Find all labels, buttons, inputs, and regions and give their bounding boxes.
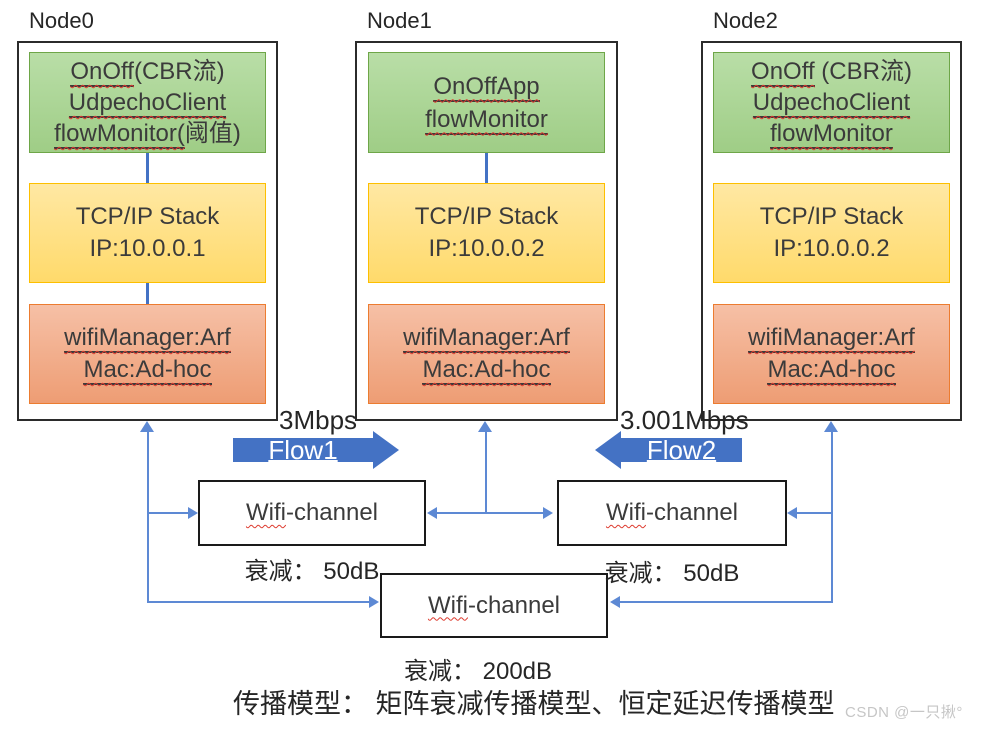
app-line: flowMonitor (425, 103, 548, 136)
mac-word: wifiManager:Arf (64, 324, 231, 353)
app-line: flowMonitor(阈值) (54, 118, 241, 149)
node0-vertical-line (147, 431, 149, 603)
mac-word: Mac:Ad-hoc (422, 356, 551, 385)
stack-line: TCP/IP Stack (414, 203, 559, 230)
flow1-rate-label: 3Mbps (279, 405, 358, 435)
node1-wifimac-box: wifiManager:Arf Mac:Ad-hoc (368, 304, 605, 404)
node2-vertical-line (831, 431, 833, 603)
elbow-line-left (149, 601, 370, 603)
mac-word: wifiManager:Arf (748, 324, 915, 353)
flow1-arrow: Flow1 (233, 431, 399, 469)
node1-application-box: OnOffApp flowMonitor (368, 52, 605, 153)
node2-tcpip-box: TCP/IP Stack IP:10.0.0.2 (713, 183, 950, 283)
app-word: UdpechoClient (752, 89, 911, 118)
arrowhead-up-node2 (824, 421, 838, 432)
connector-app-to-stack (146, 153, 149, 183)
stack-line: TCP/IP Stack (759, 203, 904, 230)
mac-word: wifiManager:Arf (403, 324, 570, 353)
arrowhead-up-node0 (140, 421, 154, 432)
channel-word-rest: -channel (285, 499, 379, 526)
app-word: flowMonitor( (54, 120, 185, 149)
app-word: flowMonitor (770, 120, 893, 149)
arrowhead-into-right-channel (787, 507, 797, 519)
app-word-rest: (CBR流) (814, 58, 912, 85)
app-line: flowMonitor (770, 118, 893, 149)
arrowhead-toward-right-channel (543, 507, 553, 519)
stack-line: IP:10.0.0.2 (773, 235, 890, 262)
arrowhead-into-left-channel (188, 507, 198, 519)
arrowhead-up-node1 (478, 421, 492, 432)
attenuation-label-left: 衰减： 50dB (244, 558, 380, 585)
app-word: OnOff (70, 58, 134, 87)
wifi-channel-box-right: Wifi-channel (557, 480, 787, 546)
app-word: UdpechoClient (68, 89, 227, 118)
mac-word: Mac:Ad-hoc (83, 356, 212, 385)
node1-tcpip-box: TCP/IP Stack IP:10.0.0.2 (368, 183, 605, 283)
channel-word: Wifi (605, 499, 646, 526)
channel-label: Wifi-channel (246, 499, 378, 527)
propagation-model-note: 传播模型： 矩阵衰减传播模型、恒定延迟传播模型 (233, 689, 835, 719)
flow2-rate-label: 3.001Mbps (620, 405, 749, 435)
channel-label: Wifi-channel (606, 499, 738, 527)
app-line: OnOff(CBR流) (70, 56, 225, 87)
node1-vertical-line (485, 431, 487, 514)
csdn-watermark: CSDN @一只揪° (845, 704, 963, 721)
channel-label: Wifi-channel (428, 592, 560, 620)
node1-group: Node1 OnOffApp flowMonitor TCP/IP Stack … (355, 8, 618, 421)
arrowhead-toward-left-channel (427, 507, 437, 519)
app-line: UdpechoClient (68, 87, 227, 118)
channel-word-rest: -channel (645, 499, 739, 526)
flow1-label: Flow1 (268, 434, 338, 465)
wifi-channel-box-bottom: Wifi-channel (380, 573, 608, 638)
connector-app-to-stack (485, 153, 488, 183)
channel-word: Wifi (427, 591, 468, 619)
app-word-rest: (CBR流) (133, 58, 225, 85)
flow1-arrow-shaft (233, 438, 373, 462)
app-line: OnOff (CBR流) (751, 56, 912, 87)
node0-application-box: OnOff(CBR流) UdpechoClient flowMonitor(阈值… (29, 52, 266, 153)
stack-line: IP:10.0.0.1 (89, 235, 206, 262)
node0-wifimac-box: wifiManager:Arf Mac:Ad-hoc (29, 304, 266, 404)
arrowhead-into-bottom-channel-right (610, 596, 620, 608)
connector-stack-to-mac (146, 283, 149, 304)
node2-wifimac-box: wifiManager:Arf Mac:Ad-hoc (713, 304, 950, 404)
mac-line: wifiManager:Arf (748, 322, 915, 354)
node0-tcpip-box: TCP/IP Stack IP:10.0.0.1 (29, 183, 266, 283)
wifi-channel-box-left: Wifi-channel (198, 480, 426, 546)
stack-line: TCP/IP Stack (75, 203, 220, 230)
mac-line: wifiManager:Arf (64, 322, 231, 354)
app-line: OnOffApp (433, 70, 540, 103)
arrowhead-into-bottom-channel-left (369, 596, 379, 608)
attenuation-label-bottom: 衰减： 200dB (403, 658, 553, 685)
node2-application-box: OnOff (CBR流) UdpechoClient flowMonitor (713, 52, 950, 153)
attenuation-label-right: 衰减： 50dB (604, 560, 740, 587)
branch-line-left (149, 512, 189, 514)
mac-line: Mac:Ad-hoc (767, 354, 896, 386)
app-word-rest: 阈值) (184, 120, 241, 147)
app-line: UdpechoClient (752, 87, 911, 118)
node0-title: Node0 (29, 8, 94, 33)
mac-line: wifiManager:Arf (403, 322, 570, 354)
channel-word-rest: -channel (467, 591, 561, 619)
flow2-label: Flow2 (646, 434, 717, 465)
node0-group: Node0 OnOff(CBR流) UdpechoClient flowMoni… (17, 8, 278, 421)
flow2-arrowhead (595, 431, 621, 469)
mac-line: Mac:Ad-hoc (422, 354, 551, 386)
mac-word: Mac:Ad-hoc (767, 356, 896, 385)
app-word: OnOffApp (433, 72, 540, 102)
node1-title: Node1 (367, 8, 432, 33)
flow2-arrow: Flow2 (595, 431, 742, 469)
elbow-line-right (619, 601, 832, 603)
app-word: OnOff (751, 58, 815, 87)
app-word: flowMonitor (425, 105, 548, 135)
stack-line: IP:10.0.0.2 (428, 235, 545, 262)
inter-channel-line (437, 512, 544, 514)
flow2-arrow-shaft (621, 438, 742, 462)
channel-word: Wifi (245, 499, 286, 526)
flow1-arrowhead (373, 431, 399, 469)
node2-group: Node2 OnOff (CBR流) UdpechoClient flowMon… (701, 8, 962, 421)
node2-title: Node2 (713, 8, 778, 33)
branch-line-right (797, 512, 832, 514)
mac-line: Mac:Ad-hoc (83, 354, 212, 386)
